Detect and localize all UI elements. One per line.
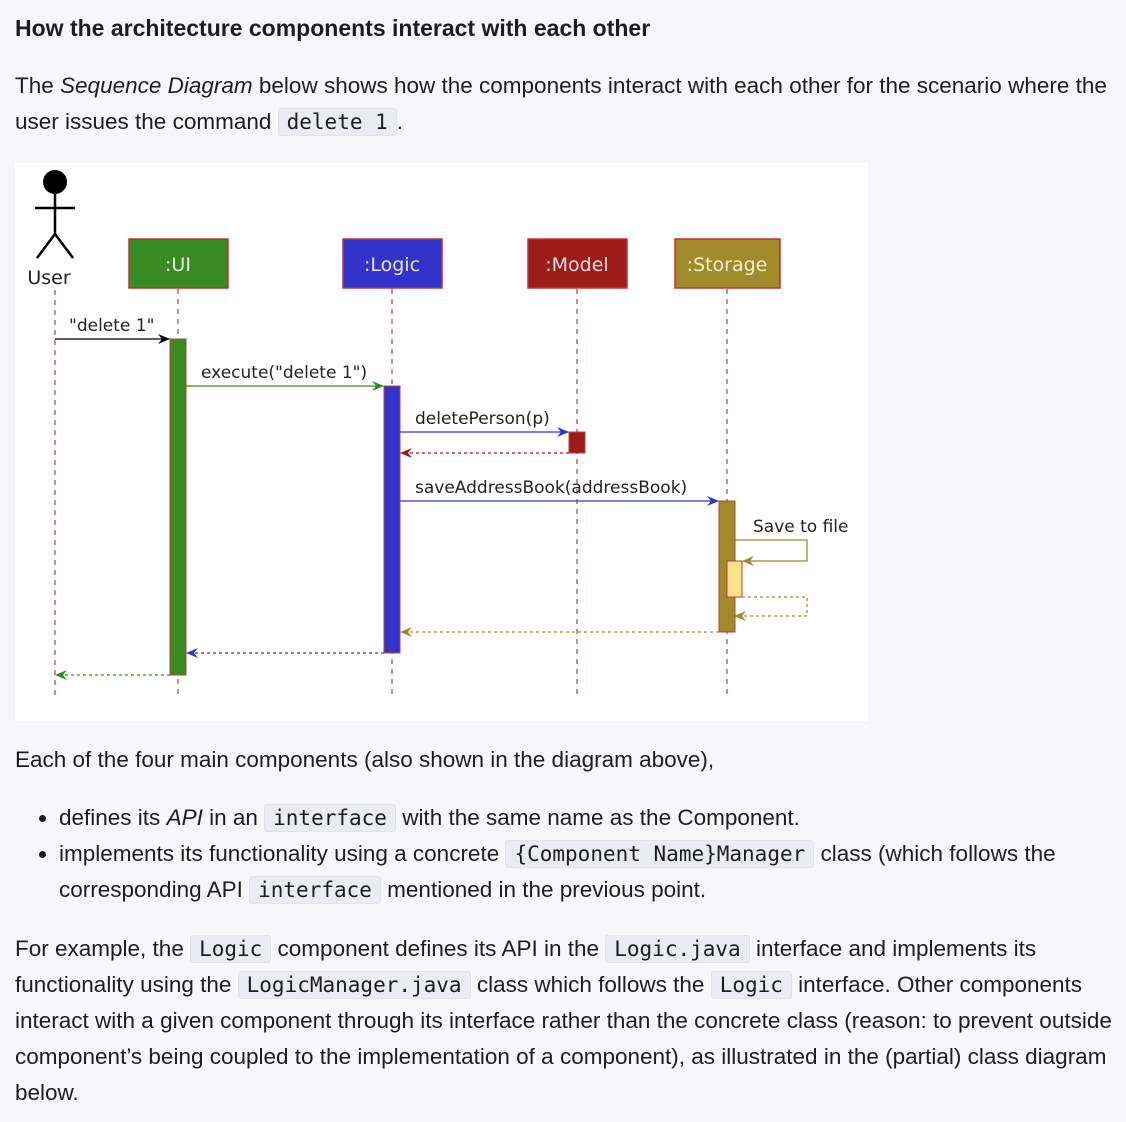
model-participant-label: :Model	[545, 254, 608, 276]
logic-manager-java-code: LogicManager.java	[237, 971, 471, 999]
logic-to-model-label: deletePerson(p)	[415, 409, 550, 429]
intro-paragraph: The Sequence Diagram below shows how the…	[15, 73, 1107, 136]
storage-participant-box	[674, 238, 781, 289]
sequence-diagram-term: Sequence Diagram	[60, 73, 253, 98]
list-item: defines its API in an interface with the…	[59, 800, 1126, 836]
logic-participant-label: :Logic	[364, 254, 420, 276]
user-actor-label: User	[27, 267, 70, 289]
user-to-ui-label: "delete 1"	[69, 316, 154, 336]
model-activation-bar	[568, 431, 586, 454]
section-heading: How the architecture components interact…	[15, 15, 651, 41]
user-actor-icon	[35, 170, 75, 259]
delete-command-code: delete 1	[277, 108, 397, 136]
interface-code: interface	[264, 804, 396, 832]
interface-code: interface	[249, 876, 381, 904]
ui-activation-bar	[169, 338, 187, 676]
logic-java-code: Logic.java	[605, 935, 750, 963]
ui-to-logic-label: execute("delete 1")	[201, 363, 367, 383]
logic-code: Logic	[710, 971, 792, 999]
model-participant-box	[527, 238, 628, 289]
logic-to-storage-label: saveAddressBook(addressBook)	[415, 478, 687, 498]
logic-activation-bar	[383, 385, 401, 654]
logic-participant-box	[342, 238, 443, 289]
storage-self-call-arrow	[735, 539, 808, 566]
storage-self-activation-bar	[726, 560, 743, 598]
sequence-diagram: User :UI :Logic :Model :Storage "delete …	[15, 163, 868, 721]
list-item: implements its functionality using a con…	[59, 836, 1126, 908]
example-paragraph: For example, the Logic component defines…	[15, 935, 1112, 1105]
components-paragraph: Each of the four main components (also s…	[15, 747, 715, 772]
sequence-diagram-svg: User :UI :Logic :Model :Storage "delete …	[27, 170, 849, 698]
logic-code: Logic	[190, 935, 272, 963]
storage-self-call-label: Save to file	[753, 517, 849, 537]
ui-participant-box	[128, 238, 229, 289]
ui-participant-label: :UI	[165, 254, 191, 276]
storage-self-return-arrow	[734, 596, 808, 621]
components-bullet-list: defines its API in an interface with the…	[15, 800, 1126, 908]
storage-participant-label: :Storage	[687, 254, 768, 276]
manager-class-code: {Component Name}Manager	[505, 840, 815, 868]
